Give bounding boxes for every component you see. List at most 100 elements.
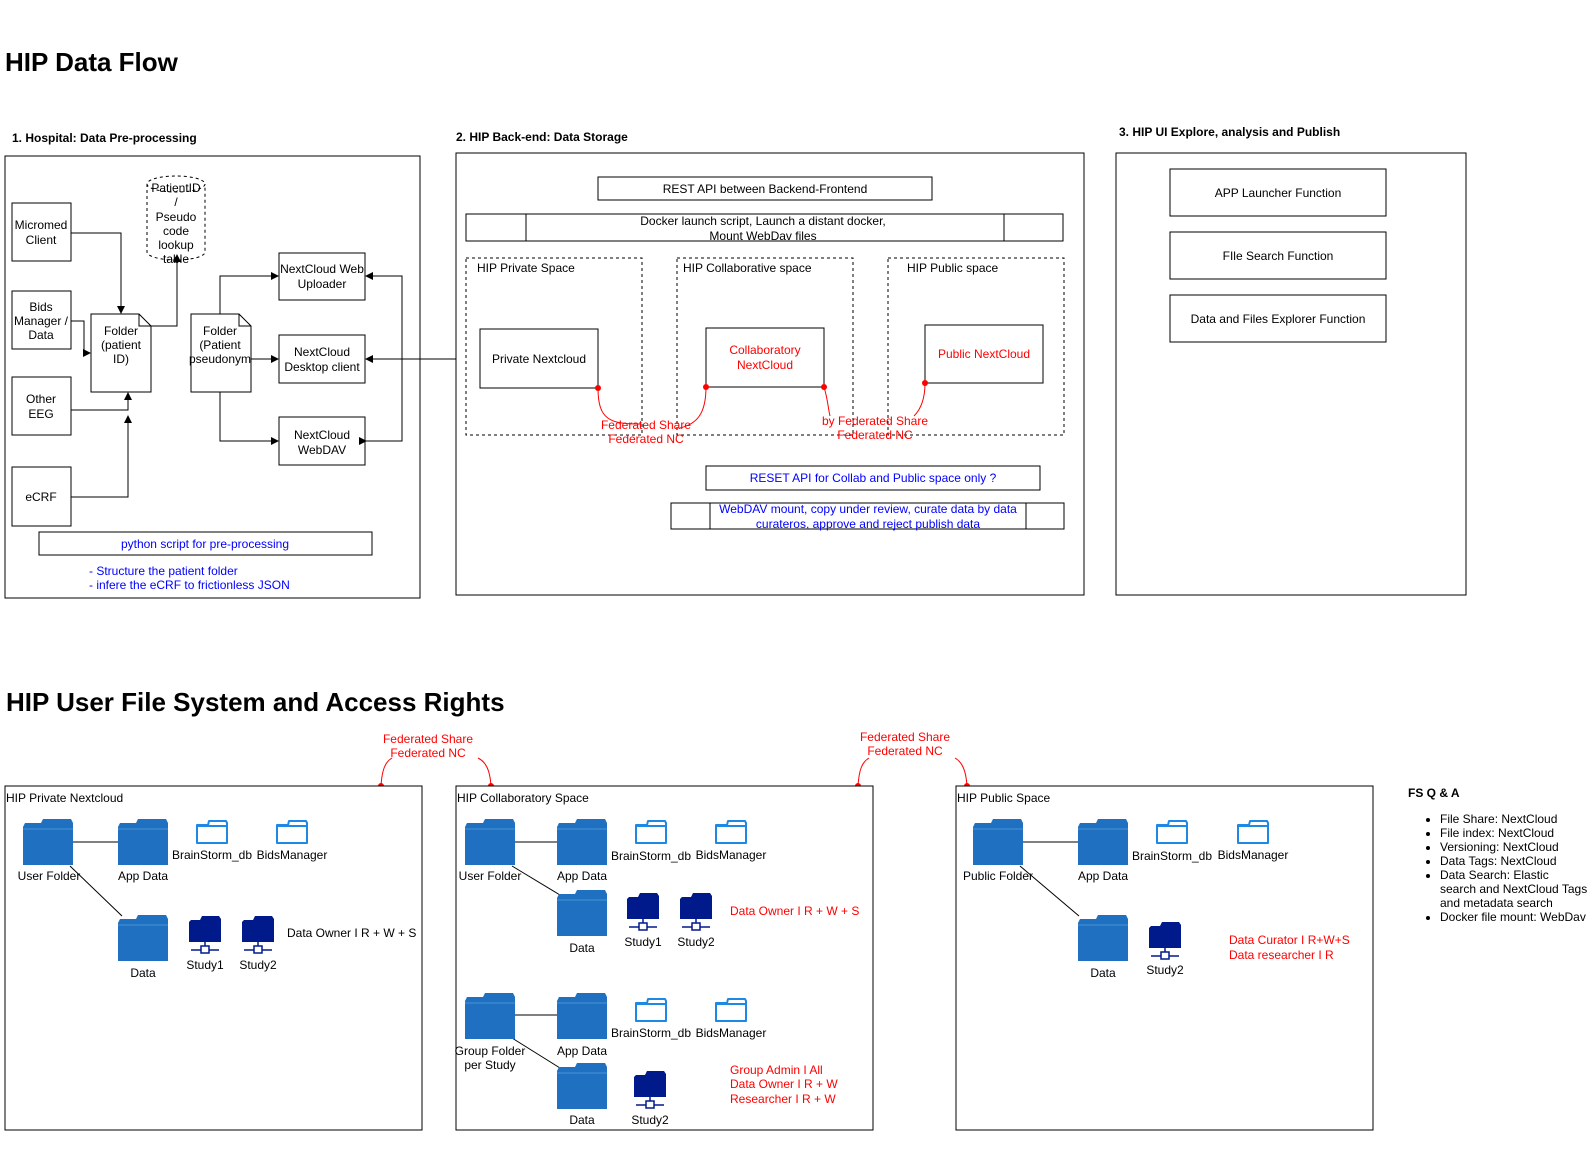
patient-db-line-4: code: [163, 224, 189, 238]
fed-right-2: Federated NC: [837, 428, 913, 442]
other-eeg-label-1: Other: [26, 392, 56, 406]
app-data-folder-icon[interactable]: [118, 819, 168, 865]
qa-item: Data Tags: NextCloud: [1440, 854, 1588, 868]
other-eeg-box[interactable]: [11, 376, 72, 436]
private-space-zone: [465, 257, 643, 436]
collab-data-label: Data: [569, 941, 595, 955]
ecrf-box[interactable]: [11, 466, 72, 527]
group-app-data-label: App Data: [557, 1044, 607, 1058]
folder-patient-id-3: ID): [113, 352, 129, 366]
group-brainstorm-icon[interactable]: [635, 998, 667, 1022]
group-app-data-icon[interactable]: [557, 993, 607, 1039]
group-data-label: Data: [569, 1113, 595, 1127]
fs-public-panel: HIP Public Space Public Folder App Data …: [955, 785, 1374, 1131]
fs-fed-1-line-1: Federated Share: [383, 732, 473, 746]
collab-data-icon[interactable]: [557, 890, 607, 936]
hospital-heading: 1. Hospital: Data Pre-processing: [12, 131, 197, 145]
webdav-label-2: WebDAV: [298, 443, 346, 457]
public-bids-icon[interactable]: [1237, 820, 1269, 844]
reset-api-box[interactable]: [705, 465, 1041, 491]
data-flow-title: HIP Data Flow: [5, 47, 179, 77]
collab-nextcloud-box[interactable]: [705, 327, 825, 388]
rest-api-label: REST API between Backend-Frontend: [663, 182, 868, 196]
docker-script-box[interactable]: [465, 213, 1064, 242]
fs-fed-1-line-2: Federated NC: [390, 746, 466, 760]
fed-left-1: Federated Share: [601, 418, 691, 432]
collab-app-data-icon[interactable]: [557, 819, 607, 865]
public-rights-2: Data researcher I R: [1229, 948, 1334, 962]
group-folder-icon[interactable]: [465, 993, 515, 1039]
bids-manager-box[interactable]: [11, 290, 72, 350]
qa-item: Data Search: Elastic search and NextClou…: [1440, 868, 1588, 910]
webdav-mount-1: WebDAV mount, copy under review, curate …: [719, 502, 1017, 516]
public-folder-icon[interactable]: [973, 819, 1023, 865]
webdav-mount-box[interactable]: [670, 502, 1065, 530]
folder-patient-id-doc[interactable]: [90, 313, 152, 393]
public-data-icon[interactable]: [1078, 915, 1128, 961]
private-user-folder-label: User Folder: [18, 869, 81, 883]
public-folder-label: Public Folder: [963, 869, 1033, 883]
file-search-box[interactable]: [1169, 231, 1387, 280]
docker-script-line-1: Docker launch script, Launch a distant d…: [640, 214, 885, 228]
public-brainstorm-icon[interactable]: [1156, 820, 1188, 844]
patient-lookup-database[interactable]: [146, 175, 206, 261]
other-eeg-label-2: EEG: [28, 407, 53, 421]
collab-bids-label: BidsManager: [696, 848, 767, 862]
public-brainstorm-label: BrainStorm_db: [1132, 849, 1212, 863]
data-folder-icon[interactable]: [118, 915, 168, 961]
public-data-label: Data: [1090, 966, 1116, 980]
bids-label-2: Manager /: [14, 314, 69, 328]
collab-brainstorm-icon[interactable]: [635, 820, 667, 844]
webdav-label-1: NextCloud: [294, 428, 350, 442]
micromed-label-1: Micromed: [15, 218, 68, 232]
patient-db-line-1: PatientID: [151, 181, 201, 195]
rest-api-box[interactable]: [597, 176, 933, 201]
desktop-client-label-2: Desktop client: [284, 360, 360, 374]
collab-bids-icon[interactable]: [715, 820, 747, 844]
micromed-client-box[interactable]: [11, 202, 72, 262]
private-rights-label: Data Owner I R + W + S: [287, 926, 416, 940]
explorer-box[interactable]: [1169, 294, 1387, 343]
fs-qa-title: FS Q & A: [1408, 786, 1460, 800]
app-launcher-box[interactable]: [1169, 168, 1387, 217]
nextcloud-web-uploader-box[interactable]: [278, 252, 366, 301]
backend-section: 2. HIP Back-end: Data Storage REST API b…: [455, 130, 1085, 596]
public-space-label: HIP Public space: [907, 261, 998, 275]
fed-right-1: by Federated Share: [822, 414, 928, 428]
file-system-title: HIP User File System and Access Rights: [6, 687, 505, 717]
file-search-label: FIle Search Function: [1223, 249, 1334, 263]
group-bids-label: BidsManager: [696, 1026, 767, 1040]
nextcloud-webdav-box[interactable]: [278, 416, 366, 466]
private-study2-label: Study2: [239, 958, 277, 972]
fs-qa-list: File Share: NextCloud File index: NextCl…: [1408, 812, 1588, 924]
group-brainstorm-label: BrainStorm_db: [611, 1026, 691, 1040]
fs-public-title: HIP Public Space: [957, 791, 1050, 805]
collab-space-label: HIP Collaborative space: [683, 261, 812, 275]
python-script-label: python script for pre-processing: [121, 537, 289, 551]
collab-nextcloud-1: Collaboratory: [729, 343, 800, 357]
group-bids-icon[interactable]: [715, 998, 747, 1022]
folder-patient-id-1: Folder: [104, 324, 138, 338]
private-app-data-label: App Data: [118, 869, 168, 883]
ui-heading: 3. HIP UI Explore, analysis and Publish: [1119, 125, 1340, 139]
brainstorm-folder-icon[interactable]: [196, 820, 228, 844]
nextcloud-desktop-client-box[interactable]: [278, 334, 366, 384]
backend-heading: 2. HIP Back-end: Data Storage: [456, 130, 628, 144]
public-bids-label: BidsManager: [1218, 848, 1289, 862]
qa-item: File index: NextCloud: [1440, 826, 1588, 840]
group-rights-1: Group Admin I All: [730, 1063, 823, 1077]
private-nextcloud-box[interactable]: [479, 328, 599, 389]
python-script-box[interactable]: [38, 531, 373, 556]
bidsmanager-folder-icon[interactable]: [276, 820, 308, 844]
app-launcher-label: APP Launcher Function: [1215, 186, 1342, 200]
public-rights-1: Data Curator I R+W+S: [1229, 933, 1350, 947]
ecrf-label: eCRF: [25, 490, 56, 504]
fed-left-2: Federated NC: [608, 432, 684, 446]
public-nextcloud-box[interactable]: [924, 324, 1044, 384]
user-folder-icon[interactable]: [23, 819, 73, 865]
collab-user-folder-icon[interactable]: [465, 819, 515, 865]
private-brainstorm-label: BrainStorm_db: [172, 848, 252, 862]
group-data-icon[interactable]: [557, 1063, 607, 1109]
public-app-data-icon[interactable]: [1078, 819, 1128, 865]
group-rights-3: Researcher I R + W: [730, 1092, 836, 1106]
